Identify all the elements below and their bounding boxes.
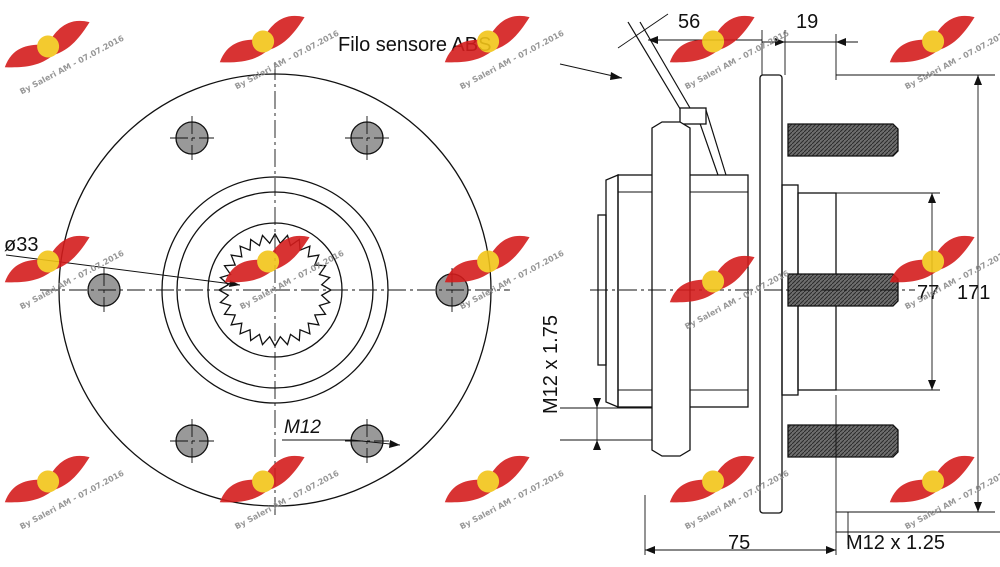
wheel-stud (787, 424, 899, 458)
arrowhead (610, 72, 622, 80)
watermark-wings (444, 235, 530, 283)
watermark-wings (4, 20, 90, 68)
watermark-badge (477, 30, 500, 53)
watermark-badge (702, 470, 725, 493)
arrowhead (826, 546, 836, 554)
watermark-wings (4, 455, 90, 503)
arrowhead (928, 193, 936, 203)
watermark-badge (477, 470, 500, 493)
watermark-logo: By Saleri AM - 07.07.2016 (889, 15, 1000, 91)
watermark-wings (219, 455, 305, 503)
arrowhead (775, 38, 785, 46)
watermark-badge (252, 470, 275, 493)
dimension-arrows (593, 36, 982, 554)
wheel-flange (759, 74, 783, 514)
hub-back-cap (605, 174, 619, 408)
watermark-badge (252, 30, 275, 53)
arrowhead (836, 38, 846, 46)
watermark-wings (889, 235, 975, 283)
watermark-logo: By Saleri AM - 07.07.2016 (4, 455, 126, 531)
watermark-badge (37, 250, 60, 273)
watermark-badge (922, 250, 945, 273)
bore-diameter-label: ø33 (4, 234, 38, 256)
dim-77-label: 77 (917, 282, 939, 304)
watermark-logo: By Saleri AM - 07.07.2016 (444, 15, 566, 91)
abs-sensor-connector (679, 107, 707, 125)
watermark-badge (37, 470, 60, 493)
watermark-badge (702, 270, 725, 293)
watermark-wings (444, 15, 530, 63)
arrowhead (389, 440, 400, 448)
watermark-wings (4, 235, 90, 283)
arrowhead (974, 75, 982, 85)
watermark-wings (889, 15, 975, 63)
dimension-labels: Filo sensore ABS 56 19 ø33 M12 77 171 75… (4, 11, 990, 554)
watermark-logo: By Saleri AM - 07.07.2016 (889, 455, 1000, 531)
m12-label: M12 (284, 417, 321, 438)
dim-56-line (617, 13, 669, 49)
watermark-logo: By Saleri AM - 07.07.2016 (444, 455, 566, 531)
wheel-stud (787, 273, 899, 307)
watermark-badge (257, 250, 280, 273)
watermark-badge (922, 470, 945, 493)
m12x125-label: M12 x 1.25 (846, 532, 945, 554)
wheel-studs (787, 123, 899, 458)
arrowhead (928, 380, 936, 390)
watermark-badge (702, 30, 725, 53)
arrowhead (593, 398, 601, 408)
front-center-lines (40, 62, 510, 518)
side-view (590, 21, 915, 514)
watermark-logo: By Saleri AM - 07.07.2016 (224, 235, 346, 311)
front-view (5, 62, 510, 518)
watermark-badge (922, 30, 945, 53)
watermark-wings (219, 15, 305, 63)
arrowhead (974, 502, 982, 512)
watermark-logo: By Saleri AM - 07.07.2016 (4, 20, 126, 96)
dim-56-label: 56 (678, 11, 700, 33)
watermark-wings (444, 455, 530, 503)
dim-19-label: 19 (796, 11, 818, 33)
arrowhead (593, 440, 601, 450)
watermark-wings (669, 15, 755, 63)
watermark-logo: By Saleri AM - 07.07.2016 (219, 455, 341, 531)
watermark-wings (669, 455, 755, 503)
watermark-wings (669, 255, 755, 303)
wheel-stud (787, 123, 899, 157)
watermark-badge (37, 35, 60, 58)
mounting-flange (651, 121, 691, 457)
m12-leader (282, 439, 401, 446)
dim-171-label: 171 (957, 282, 990, 304)
dim-75-label: 75 (728, 532, 750, 554)
arrowhead (645, 546, 655, 554)
watermark-wings (224, 235, 310, 283)
watermark-badge (477, 250, 500, 273)
arrowhead (648, 36, 658, 44)
m12x175-label: M12 x 1.75 (540, 315, 562, 414)
watermark-wings (889, 455, 975, 503)
